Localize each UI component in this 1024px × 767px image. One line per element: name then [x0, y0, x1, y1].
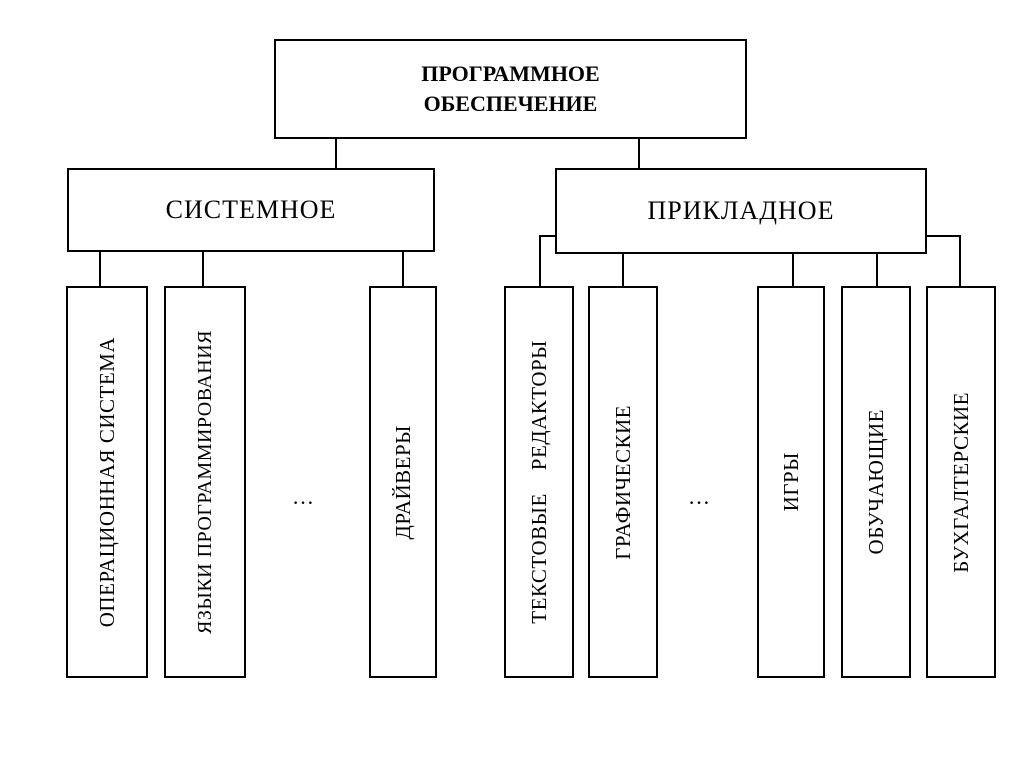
connector-applied-text-editors [539, 235, 556, 287]
os-label: ОПЕРАЦИОННАЯ СИСТЕМА [94, 336, 119, 628]
graphic-editors-node: ГРАФИЧЕСКИЕ [588, 286, 658, 678]
games-node: ИГРЫ [757, 286, 825, 678]
text-editors-label: ТЕКСТОВЫЕ РЕДАКТОРЫ [526, 340, 551, 624]
text-editors-node: ТЕКСТОВЫЕ РЕДАКТОРЫ [504, 286, 574, 678]
connector-applied-accounting [927, 235, 961, 287]
system-ellipsis: … [292, 484, 316, 509]
system-software-node: СИСТЕМНОЕ [67, 168, 435, 252]
accounting-label: БУХГАЛТЕРСКИЕ [948, 391, 973, 573]
applied-ellipsis: … [688, 484, 712, 509]
educational-node: ОБУЧАЮЩИЕ [841, 286, 911, 678]
root-label-line2: ОБЕСПЕЧЕНИЕ [423, 91, 598, 116]
root-label-line1: ПРОГРАММНОЕ [421, 61, 600, 87]
programming-languages-label: ЯЗЫКИ ПРОГРАММИРОВАНИЯ [193, 330, 216, 634]
system-software-label: СИСТЕМНОЕ [165, 195, 337, 224]
accounting-node: БУХГАЛТЕРСКИЕ [926, 286, 996, 678]
drivers-label: ДРАЙВЕРЫ [390, 424, 415, 540]
graphic-editors-label: ГРАФИЧЕСКИЕ [610, 404, 635, 560]
applied-software-node: ПРИКЛАДНОЕ [555, 168, 927, 254]
drivers-node: ДРАЙВЕРЫ [369, 286, 437, 678]
educational-label: ОБУЧАЮЩИЕ [863, 409, 888, 555]
programming-languages-node: ЯЗЫКИ ПРОГРАММИРОВАНИЯ [164, 286, 246, 678]
os-node: ОПЕРАЦИОННАЯ СИСТЕМА [66, 286, 148, 678]
root-node: ПРОГРАММНОЕ ОБЕСПЕЧЕНИЕ [274, 39, 747, 139]
applied-software-label: ПРИКЛАДНОЕ [647, 196, 835, 225]
games-label: ИГРЫ [778, 452, 803, 512]
